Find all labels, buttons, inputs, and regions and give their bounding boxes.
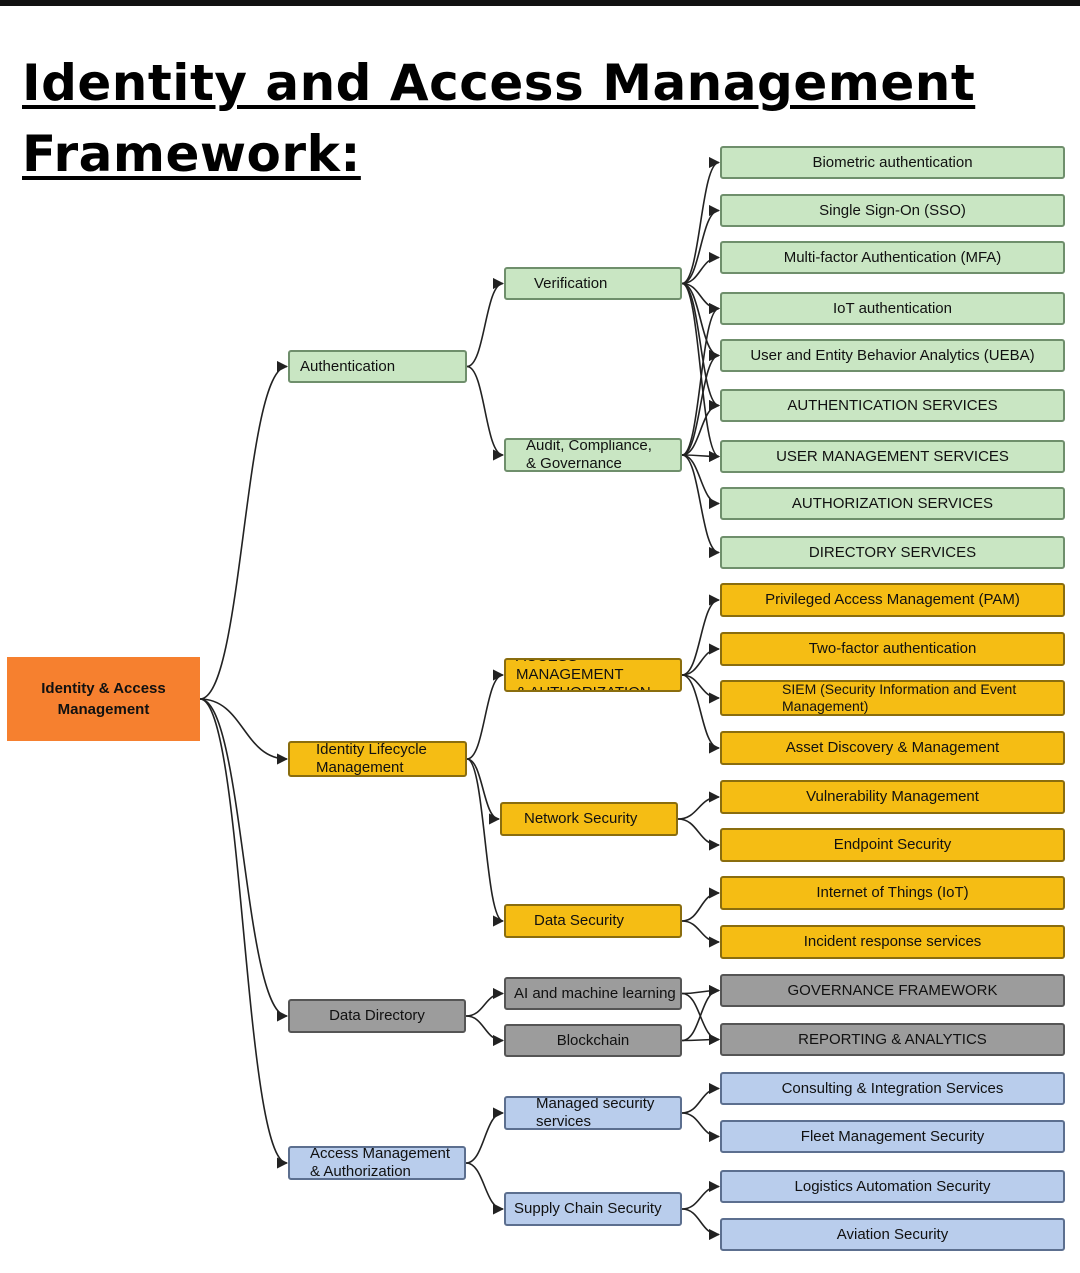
node-identity-lifecycle-management: Identity Lifecycle Management (288, 741, 467, 777)
edge-data_security-to-incident_response (681, 920, 721, 948)
node-audit-compliance-governance: Audit, Compliance, & Governance (504, 438, 682, 472)
leaf-ueba: User and Entity Behavior Analytics (UEBA… (720, 339, 1065, 372)
edge-access_mgmt_auth_caps-to-two_factor (681, 643, 721, 676)
page-title-line1: Identity and Access Management (22, 54, 976, 112)
edge-root-to-identity_lifecycle (199, 698, 289, 765)
leaf-single-sign-on: Single Sign-On (SSO) (720, 194, 1065, 227)
edge-access_mgmt_auth-to-supply_chain (465, 1162, 505, 1215)
node-access-management-authorization: Access Management & Authorization (288, 1146, 466, 1180)
leaf-privileged-access-management: Privileged Access Management (PAM) (720, 583, 1065, 617)
edge-audit-to-iot_auth (681, 302, 721, 456)
leaf-asset-discovery-management: Asset Discovery & Management (720, 731, 1065, 765)
leaf-consulting-integration-services: Consulting & Integration Services (720, 1072, 1065, 1105)
edge-data_security-to-iot (681, 887, 721, 922)
root-node-identity-access-management: Identity & Access Management (7, 657, 200, 741)
edge-audit-to-ueba (681, 349, 721, 456)
edge-audit-to-directory_services (681, 454, 721, 559)
top-border (0, 0, 1080, 6)
leaf-two-factor-authentication: Two-factor authentication (720, 632, 1065, 666)
leaf-incident-response-services: Incident response services (720, 925, 1065, 959)
node-verification: Verification (504, 267, 682, 300)
leaf-authorization-services: AUTHORIZATION SERVICES (720, 487, 1065, 520)
edge-data_directory-to-blockchain (465, 1015, 505, 1047)
edge-data_directory-to-ai_ml (465, 987, 505, 1017)
edge-managed_security-to-consulting (681, 1082, 721, 1114)
edge-blockchain-to-reporting (681, 1033, 721, 1046)
edge-identity_lifecycle-to-data_security (466, 758, 505, 927)
leaf-directory-services: DIRECTORY SERVICES (720, 536, 1065, 569)
edge-network_security-to-endpoint (677, 818, 721, 851)
edge-audit-to-authz_services (681, 454, 721, 510)
node-access-management-authorization-caps: ACCESS MANAGEMENT & AUTHORIZATION (504, 658, 682, 692)
leaf-authentication-services: AUTHENTICATION SERVICES (720, 389, 1065, 422)
leaf-siem: SIEM (Security Information and Event Man… (720, 680, 1065, 716)
node-managed-security-services: Managed security services (504, 1096, 682, 1130)
edge-access_mgmt_auth-to-managed_security (465, 1107, 505, 1164)
leaf-governance-framework: GOVERNANCE FRAMEWORK (720, 974, 1065, 1007)
edge-access_mgmt_auth_caps-to-pam (681, 594, 721, 676)
leaf-logistics-automation-security: Logistics Automation Security (720, 1170, 1065, 1203)
edge-managed_security-to-fleet (681, 1112, 721, 1143)
edge-access_mgmt_auth_caps-to-asset_discovery (681, 674, 721, 754)
edge-identity_lifecycle-to-network_security (466, 758, 501, 825)
leaf-user-management-services: USER MANAGEMENT SERVICES (720, 440, 1065, 473)
edge-authentication-to-audit (466, 365, 505, 461)
node-ai-machine-learning: AI and machine learning (504, 977, 682, 1010)
node-authentication: Authentication (288, 350, 467, 383)
edge-verification-to-mfa (681, 251, 721, 285)
leaf-vulnerability-management: Vulnerability Management (720, 780, 1065, 814)
node-data-security: Data Security (504, 904, 682, 938)
page-title-line2: Framework: (22, 125, 361, 183)
edge-root-to-data_directory (199, 698, 289, 1022)
leaf-internet-of-things: Internet of Things (IoT) (720, 876, 1065, 910)
leaf-iot-authentication: IoT authentication (720, 292, 1065, 325)
edge-supply_chain-to-logistics (681, 1180, 721, 1210)
node-network-security: Network Security (500, 802, 678, 836)
leaf-fleet-management-security: Fleet Management Security (720, 1120, 1065, 1153)
edge-supply_chain-to-aviation (681, 1208, 721, 1241)
edge-verification-to-sso (681, 204, 721, 285)
node-blockchain: Blockchain (504, 1024, 682, 1057)
node-data-directory: Data Directory (288, 999, 466, 1033)
edge-identity_lifecycle-to-access_mgmt_auth_caps (466, 669, 505, 760)
edge-verification-to-user_mgmt_services (681, 282, 721, 463)
edge-network_security-to-vuln_mgmt (677, 791, 721, 820)
edge-root-to-access_mgmt_auth (199, 698, 289, 1169)
edge-verification-to-biometric (681, 156, 721, 285)
node-supply-chain-security: Supply Chain Security (504, 1192, 682, 1226)
edge-root-to-authentication (199, 360, 289, 700)
edge-authentication-to-verification (466, 277, 505, 368)
leaf-multi-factor-authentication: Multi-factor Authentication (MFA) (720, 241, 1065, 274)
edge-blockchain-to-governance (681, 984, 721, 1042)
leaf-biometric-authentication: Biometric authentication (720, 146, 1065, 179)
leaf-endpoint-security: Endpoint Security (720, 828, 1065, 862)
leaf-aviation-security: Aviation Security (720, 1218, 1065, 1251)
leaf-reporting-analytics: REPORTING & ANALYTICS (720, 1023, 1065, 1056)
edge-audit-to-auth_services (681, 399, 721, 456)
